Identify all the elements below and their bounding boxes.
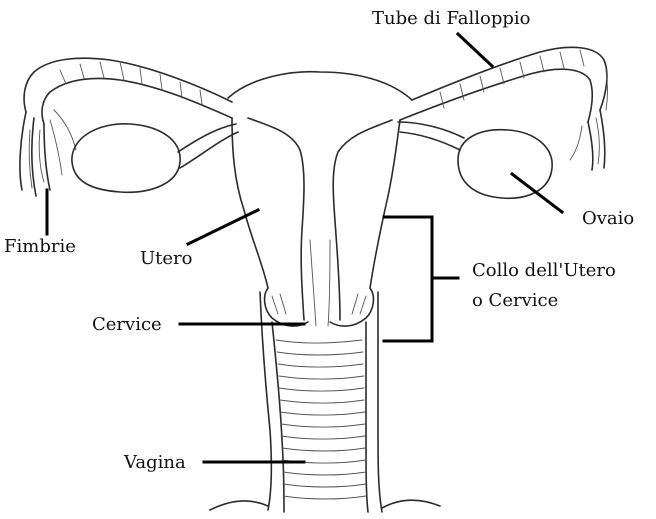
vagina-right-wall bbox=[378, 292, 382, 512]
cervix-right-lip bbox=[330, 288, 373, 326]
right-ovarian-ligament bbox=[398, 122, 464, 150]
vulva-outline bbox=[210, 500, 440, 510]
label-ovary: Ovaio bbox=[582, 208, 634, 229]
label-neck-line2: o Cervice bbox=[472, 290, 558, 311]
left-ovary bbox=[72, 124, 180, 192]
vagina-inner-right bbox=[366, 322, 368, 512]
label-cervix: Cervice bbox=[92, 314, 162, 335]
tube-hatching bbox=[60, 50, 584, 108]
right-ovary bbox=[458, 130, 552, 199]
cervix-shading bbox=[272, 294, 366, 314]
label-vagina: Vagina bbox=[123, 452, 186, 473]
label-neck-line1: Collo dell'Utero bbox=[472, 260, 616, 281]
cervical-canal bbox=[310, 240, 330, 326]
label-uterus: Utero bbox=[140, 248, 193, 269]
uterus-leader bbox=[188, 210, 258, 244]
vaginal-rugae bbox=[276, 340, 366, 499]
neck-bracket bbox=[384, 217, 458, 341]
cervix-left-lip bbox=[265, 288, 308, 326]
left-tube-lower bbox=[42, 79, 232, 125]
uterus-body-outline bbox=[232, 118, 268, 288]
left-ovarian-ligament bbox=[178, 124, 238, 168]
left-fimbriae bbox=[20, 110, 76, 196]
tubes-leader bbox=[458, 34, 492, 66]
right-tube-upper bbox=[412, 47, 607, 110]
leader-lines bbox=[47, 34, 562, 462]
uterus-body-outline-right bbox=[370, 120, 400, 288]
vagina-inner-left bbox=[272, 322, 284, 512]
label-tubes: Tube di Falloppio bbox=[372, 8, 530, 29]
right-tube-lower bbox=[400, 69, 592, 122]
uterus-fundus bbox=[228, 72, 412, 100]
label-fimbriae: Fimbrie bbox=[4, 236, 76, 257]
ovary-leader bbox=[512, 174, 562, 212]
uterine-cavity bbox=[248, 118, 304, 320]
